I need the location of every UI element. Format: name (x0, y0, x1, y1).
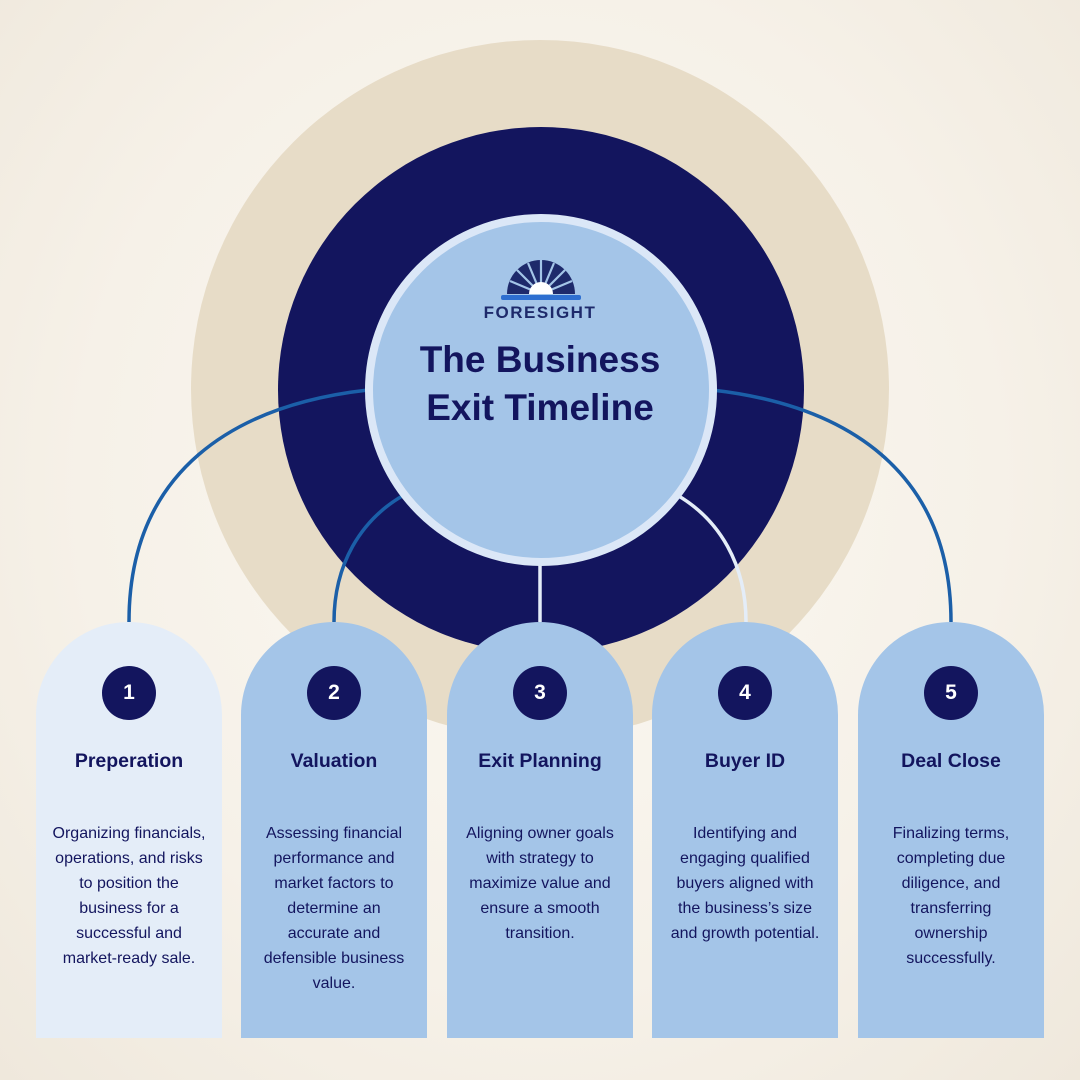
step-card-2: 2 Valuation Assessing financial performa… (241, 622, 427, 1038)
step-title: Deal Close (901, 750, 1001, 772)
step-card-4: 4 Buyer ID Identifying and engaging qual… (652, 622, 838, 1038)
connector-step-4 (676, 493, 748, 623)
step-number-badge: 3 (513, 666, 567, 720)
brand-logo-text: FORESIGHT (483, 303, 597, 322)
connector-step-5 (711, 388, 953, 623)
step-description: Finalizing terms, completing due diligen… (892, 825, 1010, 967)
step-card-5: 5 Deal Close Finalizing terms, completin… (858, 622, 1044, 1038)
step-title: Valuation (290, 750, 378, 772)
step-number-badge: 4 (718, 666, 772, 720)
step-number-badge: 2 (307, 666, 361, 720)
step-card-3: 3 Exit Planning Aligning owner goals wit… (447, 622, 633, 1038)
title-line-2: Exit Timeline (426, 387, 654, 428)
step-description: Organizing financials, operations, and r… (52, 825, 206, 967)
title-line-1: The Business (419, 339, 661, 380)
step-title: Exit Planning (478, 750, 602, 772)
sunburst-icon (497, 260, 585, 302)
step-description: Aligning owner goals with strategy to ma… (466, 825, 614, 942)
step-title: Preperation (74, 750, 184, 772)
step-title: Buyer ID (704, 750, 786, 772)
connector-step-1 (127, 388, 369, 623)
step-number-badge: 1 (102, 666, 156, 720)
step-description: Identifying and engaging qualified buyer… (670, 825, 820, 942)
step-description: Assessing financial performance and mark… (263, 825, 405, 992)
page-title: The Business Exit Timeline (380, 336, 700, 432)
step-number-badge: 5 (924, 666, 978, 720)
step-card-1: 1 Preperation Organizing financials, ope… (36, 622, 222, 1038)
connector-step-2 (332, 493, 405, 623)
